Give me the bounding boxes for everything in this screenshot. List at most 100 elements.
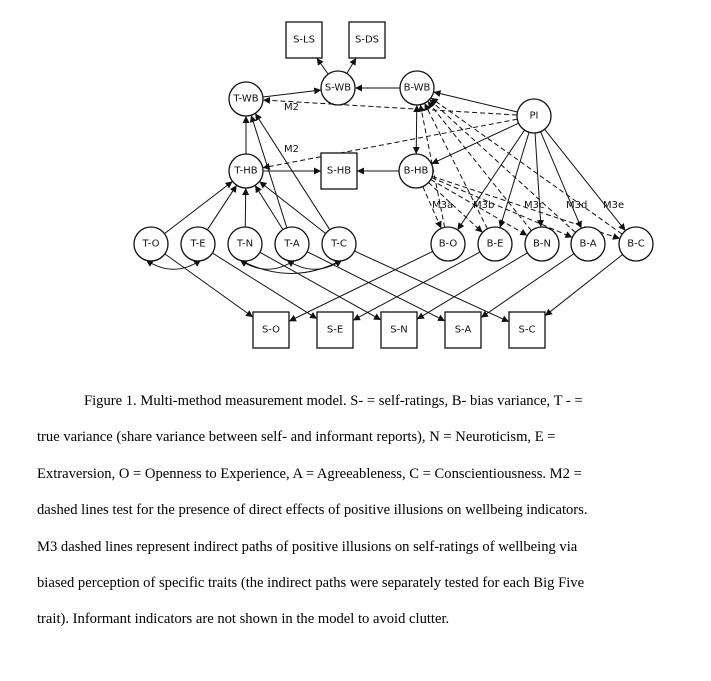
m2-label-top: M2 [284, 102, 299, 113]
caption-line: trait). Informant indicators are not sho… [37, 611, 450, 628]
figure-caption: Figure 1. Multi-method measurement model… [37, 383, 677, 638]
path-t-c-to-s-c [354, 250, 510, 323]
node-label: B-WB [404, 83, 431, 94]
node-t-hb: T-HB [228, 153, 264, 189]
node-label: S-C [519, 325, 536, 336]
latent-variable-circle [399, 70, 435, 106]
path-t-c-to-t-wb [254, 113, 331, 230]
node-s-ds: S-DS [348, 21, 386, 59]
covariance-t-a-t-c [286, 259, 343, 270]
node-b-n: B-N [524, 226, 560, 262]
node-label: B-C [627, 239, 644, 250]
observed-variable-box [380, 311, 418, 349]
latent-variable-circle [180, 226, 216, 262]
node-s-wb: S-WB [320, 70, 356, 106]
caption-line: Figure 1. Multi-method measurement model… [84, 393, 583, 409]
path-b-c-to-b-wb [430, 97, 623, 235]
observed-variable-box [320, 152, 358, 190]
path-t-o-to-t-hb [164, 180, 233, 235]
latent-variable-circle [524, 226, 560, 262]
m2-label-mid: M2 [284, 144, 299, 155]
observed-variable-box [316, 311, 354, 349]
node-s-c: S-C [508, 311, 546, 349]
latent-variable-circle [227, 226, 263, 262]
path-b-a-to-s-a [480, 253, 575, 319]
latent-variable-circle [477, 226, 513, 262]
node-label: S-O [262, 325, 280, 336]
m3e-label: M3e [603, 200, 624, 211]
nodes-layer: S-LS S-DS S-WB B-WB T-WB PI T-HB S-HB B-HB T-O T-E… [133, 21, 654, 349]
path-pi-to-t-wb [262, 96, 518, 116]
node-s-o: S-O [252, 311, 290, 349]
path-pi-to-b-c [544, 128, 626, 232]
node-label: T-E [189, 239, 205, 250]
observed-variable-box [348, 21, 386, 59]
path-t-e-to-t-hb [206, 184, 238, 231]
caption-line: true variance (share variance between se… [37, 429, 556, 446]
path-b-c-to-s-c [544, 254, 623, 317]
path-t-n-to-t-hb [242, 187, 250, 228]
node-t-wb: T-WB [228, 81, 264, 117]
node-label: S-WB [325, 83, 351, 94]
node-label: T-N [236, 239, 253, 250]
path-t-e-to-s-e [212, 252, 318, 320]
latent-variable-circle [398, 153, 434, 189]
m3d-label: M3d [566, 200, 587, 211]
node-label: S-LS [293, 35, 315, 46]
path-t-c-to-t-hb [259, 181, 326, 234]
caption-line: dashed lines test for the presence of di… [37, 502, 588, 519]
node-b-o: B-O [430, 226, 466, 262]
latent-variable-circle [321, 226, 357, 262]
caption-line: biased perception of specific traits (th… [37, 574, 585, 591]
path-b-hb-to-b-a [431, 177, 573, 238]
node-label: S-DS [355, 35, 379, 46]
node-b-c: B-C [618, 226, 654, 262]
latent-variable-circle [133, 226, 169, 262]
node-label: B-HB [404, 166, 429, 177]
path-labels: M2 M2 M3a M3b M3c M3d M3e [284, 102, 624, 211]
node-label: B-E [487, 239, 504, 250]
node-b-a: B-A [570, 226, 606, 262]
latent-variable-circle [430, 226, 466, 262]
node-label: S-E [327, 325, 343, 336]
node-label: B-O [439, 239, 458, 250]
latent-variable-circle [228, 81, 264, 117]
node-label: B-N [533, 239, 551, 250]
latent-variable-circle [570, 226, 606, 262]
path-b-hb-to-b-n [430, 179, 528, 236]
node-t-c: T-C [321, 226, 357, 262]
observed-variable-box [252, 311, 290, 349]
path-pi-to-b-n [534, 132, 544, 228]
node-t-o: T-O [133, 226, 169, 262]
node-label: B-A [579, 239, 596, 250]
observed-variable-box [285, 21, 323, 59]
path-s-wb-to-s-ls [316, 57, 329, 75]
m3a-label: M3a [432, 200, 453, 211]
latent-variable-circle [228, 153, 264, 189]
measurement-model-diagram: S-LS S-DS S-WB B-WB T-WB PI T-HB S-HB B-HB T-O T-E… [133, 21, 654, 349]
latent-variable-circle [516, 98, 552, 134]
node-s-ls: S-LS [285, 21, 323, 59]
node-pi: PI [516, 98, 552, 134]
path-t-a-to-t-hb [254, 185, 284, 230]
caption-line: Extraversion, O = Openness to Experience… [37, 465, 582, 482]
node-s-e: S-E [316, 311, 354, 349]
path-t-a-to-t-wb [249, 115, 288, 228]
node-label: T-O [142, 239, 160, 250]
path-s-wb-to-s-ds [346, 57, 357, 74]
node-s-hb: S-HB [320, 152, 358, 190]
path-pi-to-t-hb [262, 118, 518, 170]
node-label: T-C [330, 239, 347, 250]
path-pi-to-b-e [498, 132, 530, 228]
path-b-a-to-b-wb [429, 99, 576, 233]
node-s-n: S-N [380, 311, 418, 349]
path-b-hb-to-b-e [428, 182, 483, 233]
node-label: PI [530, 111, 539, 122]
edges-layer [145, 57, 626, 323]
node-label: S-N [390, 325, 407, 336]
node-t-a: T-A [274, 226, 310, 262]
observed-variable-box [444, 311, 482, 349]
path-pi-to-b-hb [431, 122, 519, 165]
node-label: T-HB [233, 166, 257, 177]
m3b-label: M3b [473, 200, 494, 211]
